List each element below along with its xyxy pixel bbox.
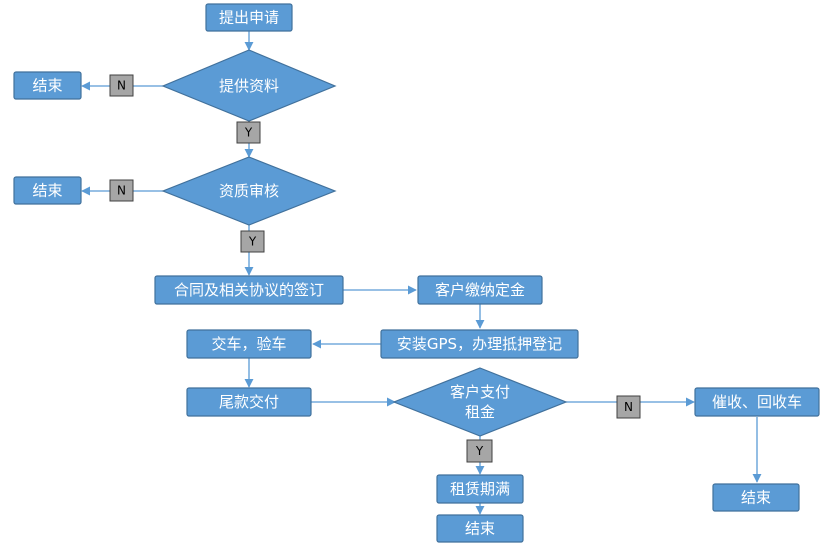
node-gps-label: 安装GPS，办理抵押登记 bbox=[397, 335, 562, 353]
node-delivery[interactable]: 交车，验车 bbox=[186, 329, 312, 359]
node-apply-label: 提出申请 bbox=[219, 9, 279, 27]
decision-provide-label: 提供资料 bbox=[219, 77, 279, 95]
node-end1[interactable]: 结束 bbox=[13, 71, 82, 100]
tag-yes1: Y bbox=[236, 121, 261, 144]
node-apply[interactable]: 提出申请 bbox=[205, 3, 293, 32]
tag-no2-text: N bbox=[117, 184, 126, 198]
tag-no1: N bbox=[109, 74, 134, 97]
node-final-pay-label: 尾款交付 bbox=[219, 393, 279, 411]
node-end2-label: 结束 bbox=[32, 182, 62, 200]
node-end3-label: 结束 bbox=[741, 489, 771, 507]
node-collect-label: 催收、回收车 bbox=[712, 393, 802, 411]
node-end3[interactable]: 结束 bbox=[712, 483, 800, 512]
decision-review[interactable]: 资质审核 bbox=[161, 156, 337, 226]
node-lease-end[interactable]: 租赁期满 bbox=[436, 474, 524, 504]
tag-yes2: Y bbox=[240, 230, 265, 253]
node-collect[interactable]: 催收、回收车 bbox=[694, 387, 820, 417]
decision-pay-rent-label-line1: 客户支付 bbox=[450, 383, 510, 401]
node-end4[interactable]: 结束 bbox=[436, 514, 524, 543]
tag-yes3: Y bbox=[466, 439, 493, 463]
node-gps[interactable]: 安装GPS，办理抵押登记 bbox=[380, 329, 579, 359]
edges bbox=[81, 31, 762, 515]
decision-review-label: 资质审核 bbox=[219, 182, 279, 200]
node-deposit-label: 客户缴纳定金 bbox=[435, 281, 525, 299]
node-gps-label-line2: 办理抵押登记 bbox=[472, 335, 562, 353]
node-final-pay[interactable]: 尾款交付 bbox=[186, 387, 312, 417]
node-delivery-label: 交车，验车 bbox=[211, 335, 286, 353]
node-deposit[interactable]: 客户缴纳定金 bbox=[417, 275, 543, 305]
node-lease-end-label: 租赁期满 bbox=[450, 480, 510, 498]
node-gps-label-line1: 安装GPS， bbox=[397, 335, 472, 353]
decision-pay-rent[interactable]: 客户支付 租金 bbox=[392, 367, 568, 437]
decision-provide[interactable]: 提供资料 bbox=[161, 49, 337, 122]
tag-no3-text: N bbox=[624, 400, 633, 414]
node-contract-label: 合同及相关协议的签订 bbox=[174, 281, 324, 299]
node-end4-label: 结束 bbox=[465, 520, 495, 538]
node-end2[interactable]: 结束 bbox=[13, 176, 82, 205]
node-contract[interactable]: 合同及相关协议的签订 bbox=[154, 275, 344, 305]
tag-no1-text: N bbox=[117, 79, 126, 93]
tag-yes3-text: Y bbox=[475, 444, 484, 458]
tag-no2: N bbox=[109, 179, 134, 202]
decision-pay-rent-label-line2: 租金 bbox=[465, 403, 495, 421]
tag-no3: N bbox=[616, 395, 641, 419]
tag-yes1-text: Y bbox=[244, 126, 253, 140]
tag-yes2-text: Y bbox=[248, 235, 257, 249]
node-end1-label: 结束 bbox=[32, 77, 62, 95]
